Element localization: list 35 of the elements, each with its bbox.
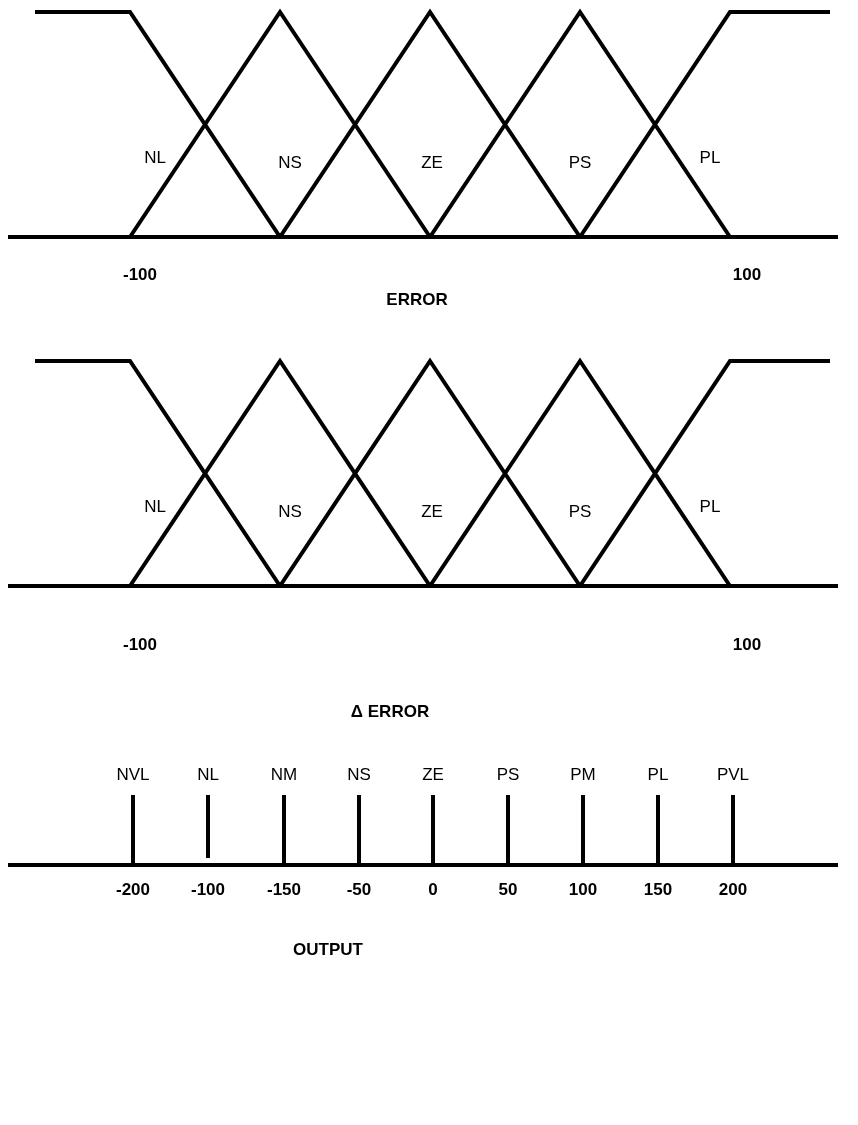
axis-title: ERROR — [386, 290, 448, 310]
axis-tick-label: -200 — [116, 880, 150, 900]
axis-tick-label: 100 — [732, 635, 762, 655]
set-label: PS — [568, 502, 592, 522]
axis-tick-label: 200 — [718, 880, 748, 900]
axis-tick-label: 0 — [428, 880, 438, 900]
set-label: NM — [270, 765, 298, 785]
set-label: PVL — [716, 765, 750, 785]
axis-tick-label: -100 — [191, 880, 225, 900]
set-label: PL — [699, 148, 721, 168]
set-label: PM — [570, 765, 596, 785]
set-label: ZE — [421, 502, 443, 522]
axis-tick-label: 100 — [732, 265, 762, 285]
set-label: NL — [144, 497, 166, 517]
axis-tick-label: -100 — [123, 265, 157, 285]
set-label: NS — [278, 502, 302, 522]
axis-title: Δ ERROR — [350, 702, 430, 722]
set-label: PS — [496, 765, 520, 785]
set-label: NL — [144, 148, 166, 168]
axis-tick-label: -100 — [123, 635, 157, 655]
set-label: PS — [568, 153, 592, 173]
axis-title: OUTPUT — [293, 940, 363, 960]
set-label: NS — [278, 153, 302, 173]
set-label: ZE — [421, 153, 443, 173]
axis-tick-label: 100 — [568, 880, 598, 900]
set-label: NVL — [116, 765, 150, 785]
set-label: ZE — [422, 765, 444, 785]
set-label: PL — [647, 765, 669, 785]
axis-tick-label: -50 — [346, 880, 372, 900]
set-label: PL — [699, 497, 721, 517]
axis-tick-label: 150 — [643, 880, 673, 900]
set-label: NL — [197, 765, 219, 785]
axis-tick-label: -150 — [267, 880, 301, 900]
set-label: NS — [347, 765, 371, 785]
axis-tick-label: 50 — [498, 880, 518, 900]
